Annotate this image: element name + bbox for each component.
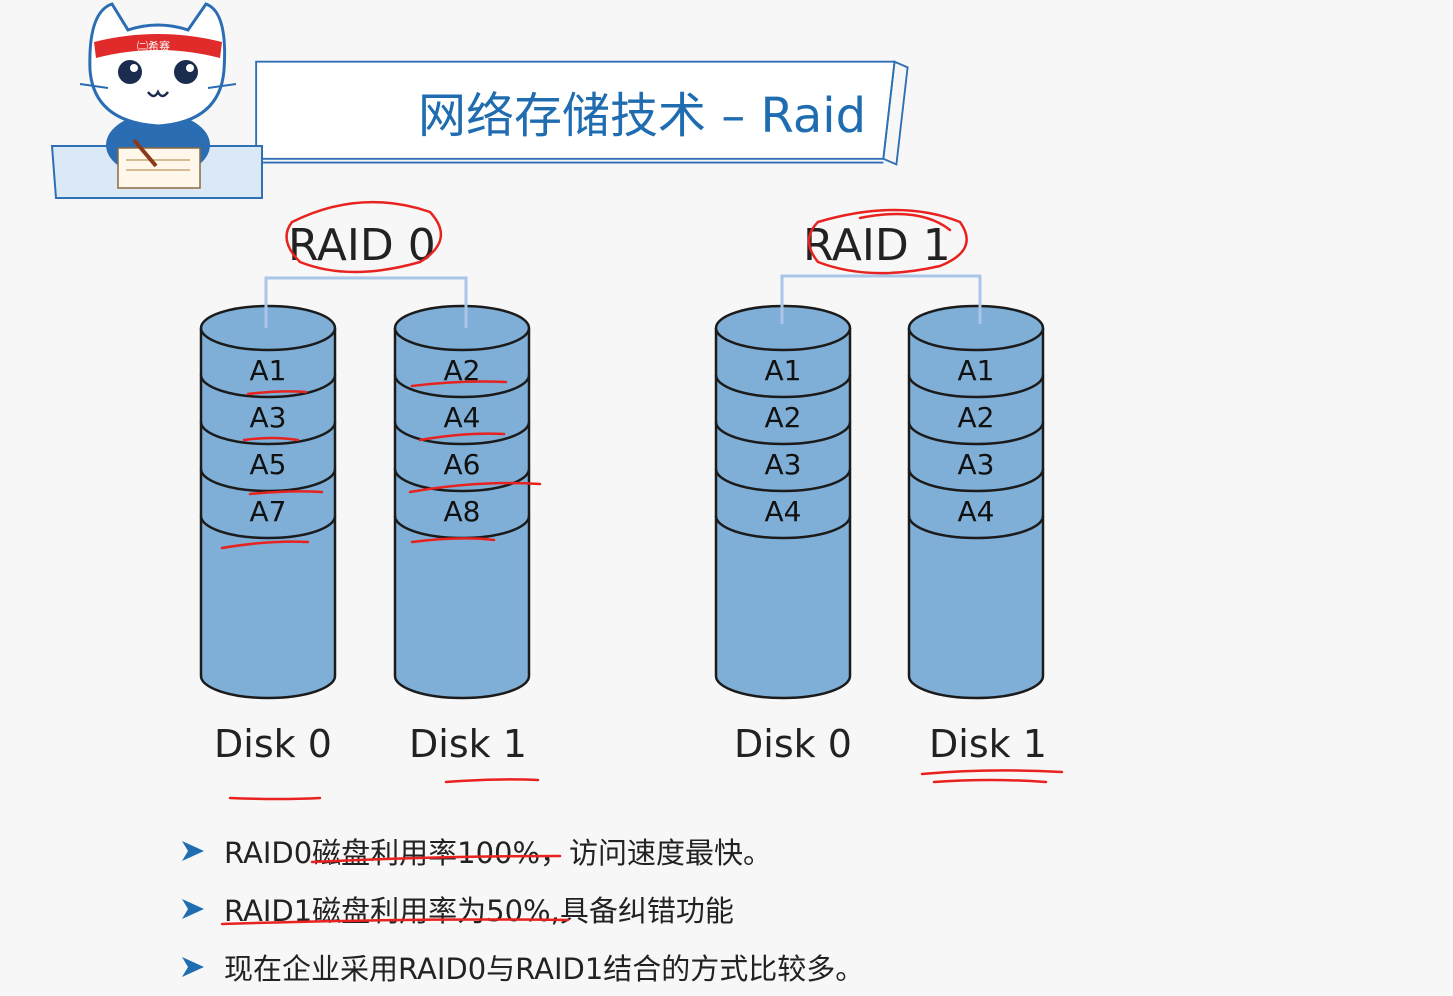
bullet-text: RAID0磁盘利用率100%，访问速度最快。 [224,836,773,870]
raid1-disk0-block-label: A2 [765,401,802,434]
raid0-disk0-block-label: A1 [250,354,287,387]
raid1-disk1-block-divider [907,374,1045,399]
raid0-disk0-block-divider [199,421,337,446]
raid1-disk0-block-divider [714,468,852,493]
raid1-disk1-cylinder-top [907,304,1045,352]
raid1-disk0-block-label: A3 [765,448,802,481]
raid0-label: RAID 0 [288,220,436,271]
raid1-disk1-block-divider [907,421,1045,446]
arrow-right-icon [182,899,204,919]
bullet-item: RAID1磁盘利用率为50%,具备纠错功能 [178,880,864,938]
raid1-disk0-block-divider [714,515,852,540]
raid1-disk1-block-label: A2 [958,401,995,434]
raid0-disk1-block-label: A2 [444,354,481,387]
raid1-disk1-block-label: A3 [958,448,995,481]
raid1-disk1-block-label: A4 [958,495,995,528]
headband-text: ㈡希赛 [137,39,170,53]
raid0-disk1-block-divider [393,421,531,446]
raid1-disk1-block-label: A1 [958,354,995,387]
raid0-disk0-label: Disk 0 [214,722,332,766]
arrow-right-icon [182,957,204,977]
page-title: 网络存储技术 – Raid [418,88,867,144]
raid0-disk1-block-label: A4 [444,401,481,434]
raid0-disk1-block-label: A8 [444,495,481,528]
raid1-disk1-block-divider [907,468,1045,493]
raid0-disk1-cylinder-body [393,328,531,700]
raid0-disk1-label: Disk 1 [409,722,527,766]
bullet-text: RAID1磁盘利用率为50%,具备纠错功能 [224,894,734,928]
raid0-disk1-block-divider [393,374,531,399]
bullet-text: 现在企业采用RAID0与RAID1结合的方式比较多。 [224,952,865,986]
raid1-disk0-block-divider [714,421,852,446]
raid0-disk0-cylinder-top [199,304,337,352]
raid1-disk1-cylinder-body [907,328,1045,700]
raid1-disk1-block-divider [907,515,1045,540]
raid1-disk0-cylinder-body [714,328,852,700]
title-banner [255,60,909,166]
raid1-disk0-block-label: A4 [765,495,802,528]
raid0-disk0-block-label: A7 [250,495,287,528]
raid0-disk1-block-label: A6 [444,448,481,481]
raid1-disk0-block-label: A1 [765,354,802,387]
raid1-disk1-label: Disk 1 [929,722,1047,766]
raid0-disk0-block-divider [199,515,337,540]
raid0-disk0-block-label: A5 [250,448,287,481]
bullet-list: RAID0磁盘利用率100%，访问速度最快。 RAID1磁盘利用率为50%,具备… [178,822,864,996]
arrow-right-icon [182,841,204,861]
raid0-disk0-block-divider [199,374,337,399]
raid0-disk0-cylinder-body [199,328,337,700]
raid1-disk0-label: Disk 0 [734,722,852,766]
raid0-disk0-block-label: A3 [250,401,287,434]
cat-mascot-icon: ㈡希赛 [50,2,263,199]
raid0-disk1-cylinder-top [393,304,531,352]
bullet-item: RAID0磁盘利用率100%，访问速度最快。 [178,822,864,880]
raid1-disk0-block-divider [714,374,852,399]
bullet-item: 现在企业采用RAID0与RAID1结合的方式比较多。 [178,938,864,996]
raid1-label: RAID 1 [803,220,951,271]
